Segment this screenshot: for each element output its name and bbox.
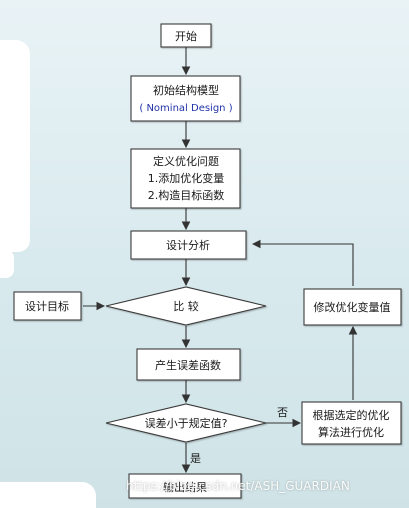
node-modify-vars-label: 修改优化变量值: [314, 300, 391, 314]
node-optimize-line2: 算法进行优化: [318, 425, 384, 439]
node-design-analysis-label: 设计分析: [166, 238, 210, 252]
occlusion-patch: [0, 250, 14, 278]
node-start-label: 开始: [175, 29, 197, 43]
node-error-function-label: 产生误差函数: [155, 358, 221, 372]
occlusion-patch: [0, 40, 30, 252]
occlusion-patch: [0, 482, 96, 508]
node-modify-vars: 修改优化变量值: [303, 288, 402, 326]
node-init-model-sublabel: ( Nominal Design ): [139, 103, 232, 114]
node-define-problem: 定义优化问题 1.添加优化变量 2.构造目标函数: [130, 148, 241, 209]
node-output: 输出结果: [128, 473, 242, 499]
node-design-analysis: 设计分析: [130, 230, 247, 260]
node-optimize-line1: 根据选定的优化: [313, 408, 390, 422]
node-error-check-label: 误差小于规定值?: [145, 416, 228, 430]
node-compare-label: 比 较: [173, 299, 199, 313]
edge-label-no: 否: [277, 406, 288, 419]
edge-modify-to-analysis: [251, 239, 354, 286]
node-init-model: 初始结构模型 ( Nominal Design ): [130, 75, 241, 122]
edges: [83, 47, 358, 474]
node-define-problem-line2: 1.添加优化变量: [148, 171, 225, 185]
node-optimize: 根据选定的优化 算法进行优化: [301, 401, 402, 445]
node-define-problem-line3: 2.构造目标函数: [148, 188, 225, 202]
node-init-model-label: 初始结构模型: [153, 83, 219, 97]
node-output-label: 输出结果: [163, 480, 207, 494]
node-compare: 比 较: [105, 286, 267, 326]
node-error-check: 误差小于规定值?: [105, 403, 267, 443]
edge-label-yes: 是: [190, 452, 201, 465]
node-error-function: 产生误差函数: [136, 348, 241, 381]
node-design-target: 设计目标: [13, 291, 82, 321]
node-design-target-label: 设计目标: [25, 299, 69, 313]
watermark: https://blog.csdn.net/ASH_GUARDIAN: [126, 479, 350, 493]
node-start: 开始: [160, 23, 212, 48]
node-define-problem-line1: 定义优化问题: [153, 154, 219, 168]
